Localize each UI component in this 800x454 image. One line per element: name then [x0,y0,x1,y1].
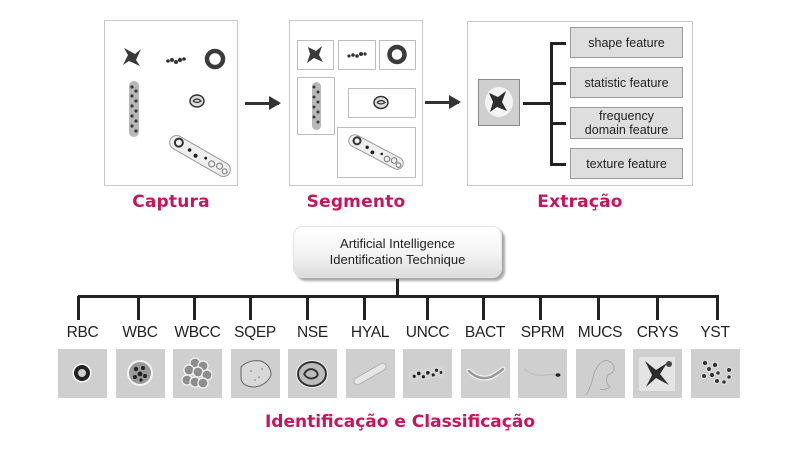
class-branch-line [482,296,485,320]
class-branch-line [656,296,659,320]
class-label-sprm: SPRM [520,324,565,341]
mucus-icon [585,360,615,396]
class-tile-nse [288,349,337,398]
class-label-wbc: WBC [122,324,158,341]
hyaline-cast-icon [353,362,386,386]
class-label-uncc: UNCC [405,324,450,341]
capture-panel [104,20,238,186]
arrow-capture-to-segment [245,97,281,109]
class-tile-mucs [575,349,625,398]
squamous-epithelial-icon [240,360,272,388]
class-branch-line [539,296,542,320]
segment-box-crystal [297,40,334,70]
granular-cast-icon [129,81,139,137]
white-blood-cell-icon [126,360,153,386]
class-branch-line [249,296,252,320]
step-caption-capture: Captura [132,192,210,212]
sperm-icon [523,368,561,377]
class-tile-uncc [403,349,452,398]
feature-label-line2: domain feature [584,123,669,137]
class-label-bact: BACT [464,324,506,341]
non-squamous-epithelial-icon [296,360,328,388]
footer-title: Identificação e Classificação [264,412,536,432]
extracted-cell-thumbnail [478,79,520,126]
class-branch-line [77,296,80,320]
crystal-cell-icon [123,48,141,66]
white-blood-cell-clump-icon [181,357,213,389]
class-label-rbc: RBC [66,324,99,341]
connector-thumb-to-bracket [523,102,552,105]
segment-box-cellular-cast [337,127,416,178]
bracket-tick-3 [550,122,566,125]
bracket-tick-1 [550,42,566,45]
segment-box-granular-cast [297,77,335,135]
class-tile-wbcc [173,349,222,398]
class-label-sqep: SQEP [234,324,276,341]
ai-box-line2: Identification Technique [329,252,466,267]
class-branch-line [426,296,429,320]
class-tile-yst [690,349,740,398]
class-label-wbcc: WBCC [174,324,221,341]
feature-label: statistic feature [584,75,669,90]
segment-box-yeast [338,40,376,70]
feature-label: texture feature [586,156,667,171]
bracket-tick-2 [550,82,566,85]
epithelial-cell-icon [189,94,205,108]
class-tile-sqep [230,349,280,398]
class-branch-line [306,296,309,320]
class-tile-hyal [345,349,395,398]
feature-label-line1: frequency [599,109,654,123]
step-caption-segment: Segmento [306,192,406,212]
class-label-crys: CRYS [636,324,679,341]
bracket-tick-4 [550,163,566,166]
feature-box-frequency: frequency domain feature [570,107,683,139]
feature-box-texture: texture feature [570,148,683,179]
ai-connector-vertical [396,279,399,297]
yeast-icon [700,359,732,385]
class-branch-line [363,296,366,320]
class-tile-bact [460,349,510,398]
crystal-icon [639,357,675,391]
ai-identification-box: Artificial Intelligence Identification T… [293,226,502,278]
class-label-nse: NSE [297,324,328,341]
bracket-vertical [550,42,553,165]
class-branch-line [597,296,600,320]
class-tile-rbc [58,349,107,398]
step-caption-extract: Extração [537,192,623,212]
arrow-segment-to-extract [425,96,461,108]
segment-box-epithelial [348,88,416,118]
class-label-yst: YST [700,324,730,341]
class-branch-line [716,296,719,320]
class-tree-horizontal [78,295,719,298]
class-label-hyal: HYAL [350,324,390,341]
unclassified-cast-icon [409,365,445,383]
captured-cells-image [123,48,231,177]
feature-box-statistic: statistic feature [570,67,683,98]
red-blood-cell-icon [72,363,92,383]
class-branch-line [137,296,140,320]
class-tile-wbc [115,349,165,398]
feature-label: shape feature [588,35,665,50]
class-tile-sprm [518,349,567,398]
cellular-cast-icon [169,135,231,177]
yeast-chain-icon [166,57,186,64]
ai-box-line1: Artificial Intelligence [340,236,455,251]
segment-box-ring [379,40,416,70]
feature-box-shape: shape feature [570,27,683,58]
bacteria-icon [466,366,505,381]
class-tile-crys [633,349,682,398]
class-label-mucs: MUCS [577,324,623,341]
rbc-ring-icon [204,48,226,70]
class-branch-line [193,296,196,320]
